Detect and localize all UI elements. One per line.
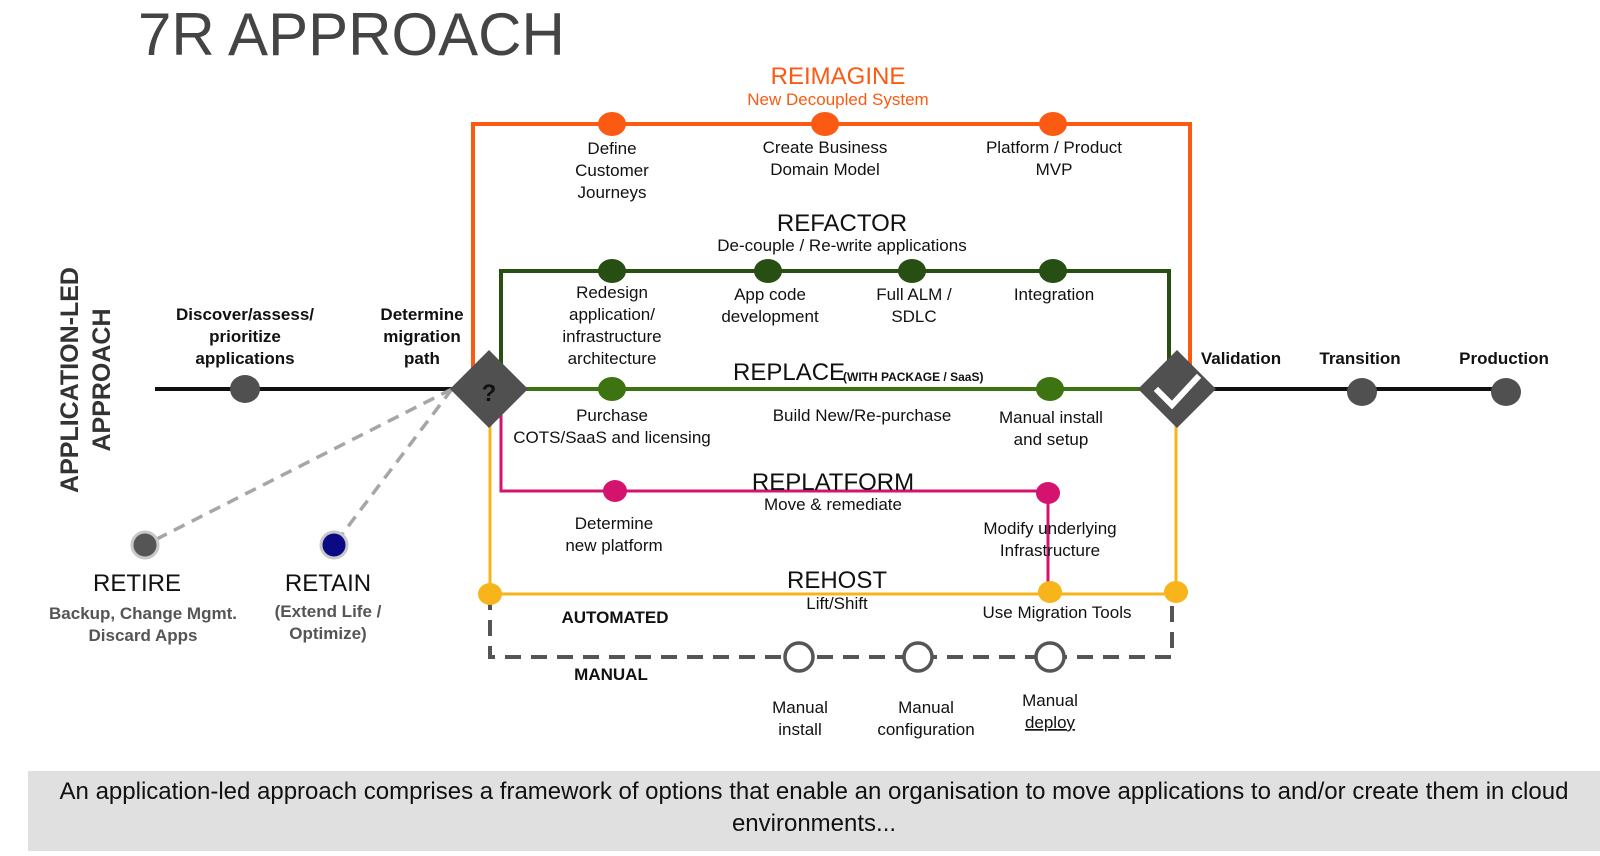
replace-step-1-line-1: Purchase	[576, 406, 648, 425]
caption-text: An application-led approach comprises a …	[59, 778, 1569, 837]
determine-path-label-line-1: Determine	[380, 305, 463, 324]
refactor-node-3	[898, 259, 926, 283]
reimagine-step-1-line-1: Define	[587, 139, 636, 158]
discover-label-line-3: applications	[195, 349, 294, 368]
rehost-title: REHOST	[787, 567, 887, 594]
reimagine-step-2-line-2: Domain Model	[770, 160, 880, 179]
reimagine-node-3	[1039, 112, 1067, 136]
replatform-step-1-line-2: new platform	[565, 536, 662, 555]
manual-node-1	[783, 641, 815, 673]
reimagine-node-1	[598, 112, 626, 136]
replatform-title: REPLATFORM	[752, 469, 914, 496]
refactor-step-1-line-4: architecture	[568, 349, 657, 368]
replace-title: REPLACE	[733, 359, 845, 386]
refactor-step-4-line-1: Integration	[1014, 285, 1094, 304]
retire-connector	[144, 387, 453, 547]
replatform-node-2	[1036, 482, 1060, 504]
replatform-node-1	[603, 480, 627, 502]
reimagine-step-3-line-2: MVP	[1036, 160, 1073, 179]
manual-step-3-line-2: deploy	[1025, 713, 1076, 732]
refactor-title: REFACTOR	[777, 210, 907, 237]
side-label-line-1: APPLICATION-LED	[56, 267, 84, 493]
rehost-subtitle: Lift/Shift	[806, 594, 868, 613]
automated-step-label: Use Migration Tools	[983, 603, 1132, 622]
retain-detail-line-1: (Extend Life /	[275, 602, 382, 621]
page-title: 7R APPROACH	[138, 1, 565, 68]
rehost-start-node	[478, 583, 502, 605]
refactor-step-3-line-2: SDLC	[891, 307, 936, 326]
determine-path-label-line-2: migration	[383, 327, 460, 346]
retire-detail-line-1: Backup, Change Mgmt.	[49, 604, 237, 623]
replace-step-1-line-2: COTS/SaaS and licensing	[513, 428, 711, 447]
replatform-route	[499, 400, 1050, 592]
automated-label: AUTOMATED	[561, 608, 668, 627]
refactor-step-1-line-2: application/	[569, 305, 655, 324]
discover-label-line-2: prioritize	[209, 327, 281, 346]
refactor-step-3-line-1: Full ALM /	[876, 285, 952, 304]
question-mark-icon: ?	[482, 380, 497, 407]
replace-step-2-line-1: Build New/Re-purchase	[773, 406, 952, 425]
rehost-manual-route	[488, 594, 1174, 659]
reimagine-step-3-line-1: Platform / Product	[986, 138, 1122, 157]
rehost-automated-route	[488, 410, 1178, 596]
discover-node	[230, 375, 260, 403]
replace-step-3-line-1: Manual install	[999, 408, 1103, 427]
decision-diamond	[450, 350, 528, 428]
retain-connector	[332, 387, 454, 547]
replatform-subtitle: Move & remediate	[764, 495, 902, 514]
manual-step-2-line-1: Manual	[898, 698, 954, 717]
retain-node	[319, 530, 349, 560]
retire-title: RETIRE	[93, 570, 181, 597]
refactor-subtitle: De-couple / Re-write applications	[717, 236, 966, 255]
reimagine-node-2	[811, 112, 839, 136]
manual-step-2-line-2: configuration	[877, 720, 974, 739]
production-label: Production	[1459, 349, 1549, 368]
validation-diamond	[1138, 350, 1216, 428]
replace-node-3	[1036, 377, 1064, 401]
refactor-node-4	[1039, 259, 1067, 283]
transition-label: Transition	[1319, 349, 1400, 368]
replatform-step-2-line-1: Modify underlying	[983, 519, 1116, 538]
side-label-line-2: APPROACH	[88, 308, 116, 451]
reimagine-step-1-line-2: Customer	[575, 161, 649, 180]
refactor-node-1	[598, 259, 626, 283]
retain-detail-line-2: Optimize)	[289, 624, 366, 643]
production-node	[1491, 378, 1521, 406]
reimagine-subtitle: New Decoupled System	[747, 90, 928, 109]
determine-path-label-line-3: path	[404, 349, 440, 368]
manual-label: MANUAL	[574, 665, 648, 684]
manual-step-1-line-1: Manual	[772, 698, 828, 717]
refactor-node-2	[754, 259, 782, 283]
refactor-step-1-line-3: infrastructure	[562, 327, 661, 346]
replace-qualifier: (WITH PACKAGE / SaaS)	[843, 370, 983, 384]
caption-background	[28, 771, 1600, 851]
refactor-route	[499, 269, 1171, 380]
validation-label: Validation	[1201, 349, 1281, 368]
retire-detail-line-2: Discard Apps	[89, 626, 198, 645]
manual-step-3-line-1: Manual	[1022, 691, 1078, 710]
manual-node-3	[1034, 641, 1066, 673]
refactor-step-1-line-1: Redesign	[576, 283, 648, 302]
replace-node-1	[598, 377, 626, 401]
reimagine-step-1-line-3: Journeys	[578, 183, 647, 202]
retire-node	[130, 530, 160, 560]
refactor-step-2-line-1: App code	[734, 285, 806, 304]
refactor-step-2-line-2: development	[721, 307, 819, 326]
rehost-end-node	[1164, 581, 1188, 603]
retain-title: RETAIN	[285, 570, 371, 597]
discover-label-line-1: Discover/assess/	[176, 305, 314, 324]
manual-node-2	[902, 641, 934, 673]
rehost-node	[1038, 581, 1062, 603]
reimagine-title: REIMAGINE	[771, 63, 906, 90]
manual-step-1-line-2: install	[778, 720, 821, 739]
transition-node	[1347, 378, 1377, 406]
reimagine-step-2-line-1: Create Business	[763, 138, 888, 157]
replatform-step-2-line-2: Infrastructure	[1000, 541, 1100, 560]
replatform-step-1-line-1: Determine	[575, 514, 653, 533]
check-icon	[1153, 373, 1202, 410]
replace-step-3-line-2: and setup	[1014, 430, 1089, 449]
